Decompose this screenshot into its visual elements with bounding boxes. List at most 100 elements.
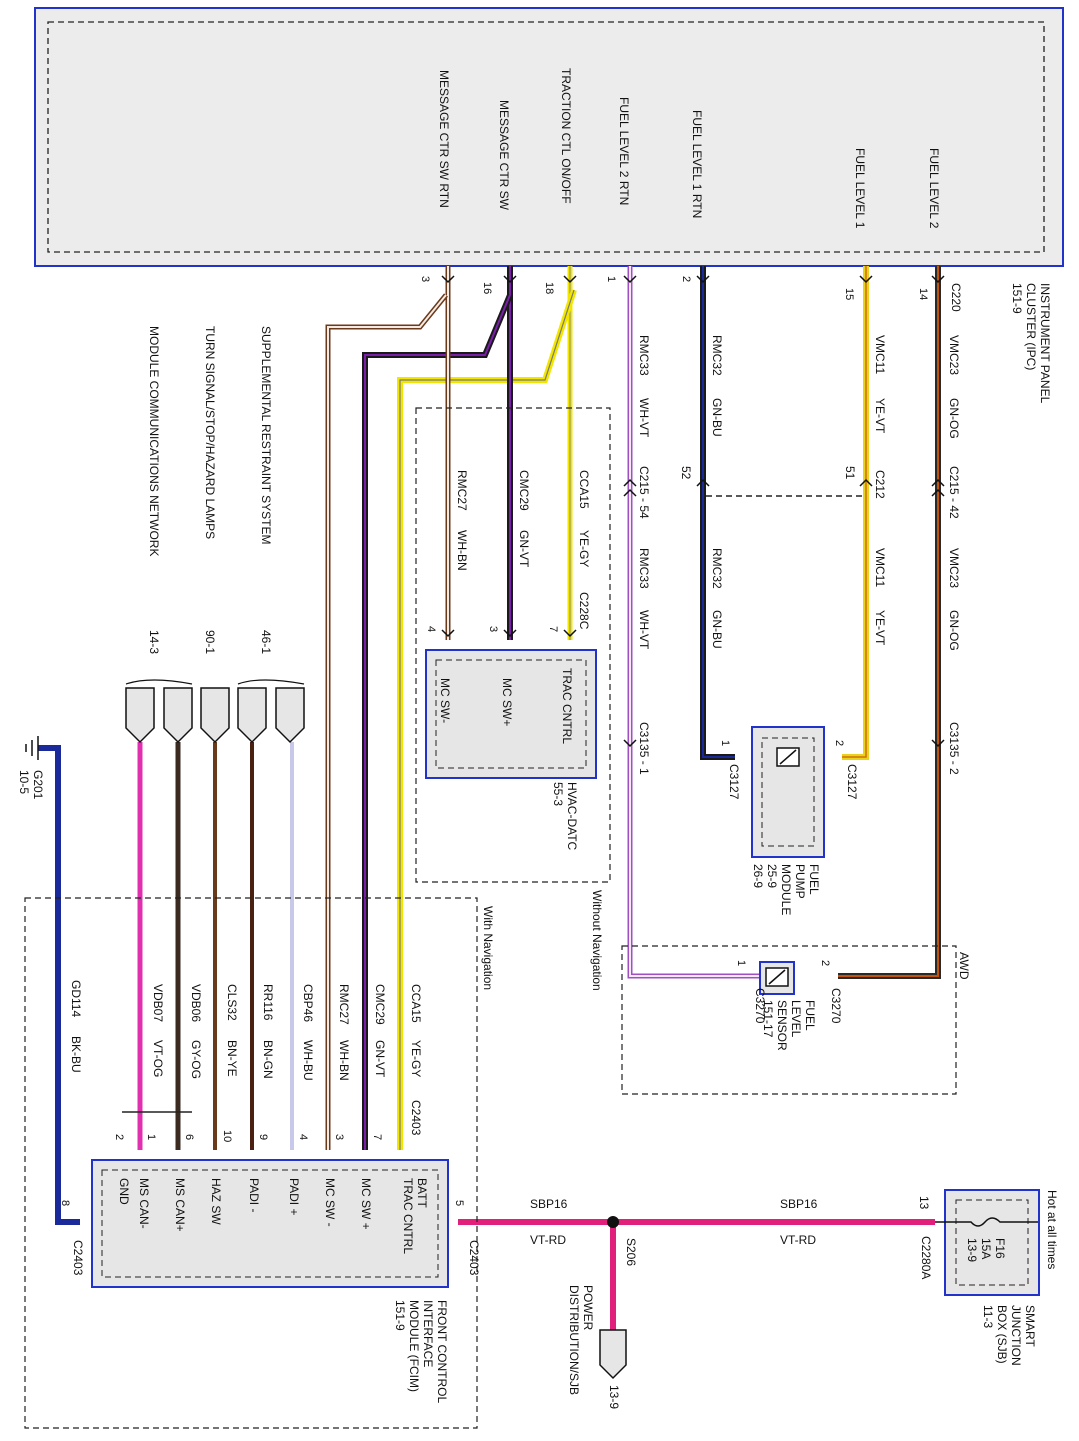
label-c212-pin-51: 51	[843, 466, 857, 480]
fcim-title-line-4: 151-9	[393, 1300, 407, 1331]
fuse-icon	[935, 1217, 1038, 1227]
fcim-pin-batt: BATT	[415, 1178, 429, 1208]
fuel-pump-inner-box	[761, 737, 815, 847]
fuel-sensor-title-line-4: 151-17	[761, 1000, 775, 1038]
ipc-pin-18: 18	[543, 282, 555, 294]
fuel-pump-pin-2: 2	[833, 740, 845, 746]
fcim-with-navigation-note: With Navigation	[481, 906, 495, 990]
label-gy-og: GY-OG	[189, 1040, 203, 1079]
ref-num-turn-signal: 90-1	[203, 630, 217, 654]
ref-num-srs: 46-1	[259, 630, 273, 654]
fuel-pump-pin-1: 1	[719, 740, 731, 746]
fcim-title-line-2: INTERFACE	[421, 1300, 435, 1367]
label-vdb06: VDB06	[189, 984, 203, 1022]
label-gn-og-top: GN-OG	[947, 398, 961, 439]
fcim-inner-box	[101, 1169, 439, 1278]
label-c3127-left: C3127	[727, 764, 741, 800]
label-c215-54: C215 - 54	[637, 466, 651, 519]
fuel-sensor-pin-1: 1	[735, 960, 747, 966]
ipc-title-line-3: 151-9	[1010, 283, 1024, 314]
sjb-inner-box	[955, 1199, 1029, 1286]
hvac-title-line-1: HVAC-DATC	[565, 782, 579, 851]
ipc-connector-c220: C220	[949, 283, 963, 312]
label-wh-vt-top: WH-VT	[637, 398, 651, 438]
g201-ref: 10-5	[17, 770, 31, 794]
ref-bracket-srs	[237, 679, 305, 685]
sjb-hot-at-all-times: Hot at all times	[1045, 1190, 1059, 1269]
ref-label-turn-signal: TURN SIGNAL/STOP/HAZARD LAMPS	[203, 326, 217, 539]
sjb-title-line-4: 11-3	[981, 1305, 995, 1328]
sjb-box	[944, 1189, 1040, 1296]
fuel-sensor-title-line-3: SENSOR	[775, 1000, 789, 1051]
label-c3135-1: C3135 - 1	[637, 722, 651, 775]
label-cls32: CLS32	[225, 984, 239, 1021]
ipc-pin-label-traction-ctl: TRACTION CTL ON/OFF	[559, 68, 573, 204]
fuel-pump-sensor-arrow-icon	[779, 749, 797, 765]
ipc-pin-14: 14	[917, 288, 929, 300]
label-rmc32-top: RMC32	[710, 335, 724, 376]
label-rmc33-top: RMC33	[637, 335, 651, 376]
fcim-title-line-1: FRONT CONTROL	[435, 1300, 449, 1403]
label-gn-vt-fcim: GN-VT	[373, 1040, 387, 1078]
label-vmc11-bottom: VMC11	[873, 548, 887, 587]
awd-dashed-region	[621, 945, 957, 1095]
fuel-pump-title-line-5: 26-9	[751, 864, 765, 888]
label-c2403-left: C2403	[71, 1240, 85, 1276]
fcim-pin-padi-plus: PADI +	[287, 1178, 301, 1215]
label-cmc29-hvac: CMC29	[517, 470, 531, 511]
fuel-pump-title-line-2: PUMP	[793, 864, 807, 899]
sjb-title-line-2: JUNCTION	[1009, 1305, 1023, 1366]
ipc-pin-16: 16	[481, 282, 493, 294]
label-ye-gy-fcim: YE-GY	[409, 1040, 423, 1077]
fcim-pin-ms-can-plus: MS CAN+	[173, 1178, 187, 1232]
fuse-label-15a: 15A	[979, 1238, 993, 1259]
sjb-title-line-3: BOX (SJB)	[995, 1305, 1009, 1364]
hvac-pin-7: 7	[547, 626, 559, 632]
label-cca15-hvac: CCA15	[577, 470, 591, 509]
hvac-pin-3: 3	[487, 626, 499, 632]
fuse-label-13-9: 13-9	[965, 1238, 979, 1262]
label-rmc27-hvac: RMC27	[455, 470, 469, 511]
ipc-pin-label-fuel-level-1: FUEL LEVEL 1	[853, 148, 867, 229]
label-c215-42: C215 - 42	[947, 466, 961, 519]
hvac-without-navigation-note: Without Navigation	[590, 890, 604, 991]
hvac-title-line-2: 55-3	[551, 782, 565, 806]
awd-label: AWD	[957, 952, 971, 980]
label-vmc11-top: VMC11	[873, 335, 887, 374]
label-wh-bu: WH-BU	[301, 1040, 315, 1081]
label-vmc23-top: VMC23	[947, 335, 961, 375]
fuse-label-f16: F16	[993, 1238, 1007, 1259]
label-c3270-left: C3270	[753, 988, 767, 1024]
label-bk-bu: BK-BU	[69, 1036, 83, 1073]
fcim-pin-mc-sw-minus: MC SW -	[323, 1178, 337, 1227]
label-gn-bu-bottom: GN-BU	[710, 610, 724, 649]
wire-gd114	[38, 745, 80, 1225]
label-vmc23-bottom: VMC23	[947, 548, 961, 588]
ground-g201-icon	[25, 736, 39, 760]
ref-label-mcn: MODULE COMMUNICATIONS NETWORK	[147, 326, 161, 556]
label-c3270-right: C3270	[829, 988, 843, 1024]
hvac-pin-trac-cntrl: TRAC CNTRL	[560, 668, 574, 744]
wire-vmc23	[838, 266, 941, 979]
label-wh-bn-hvac: WH-BN	[455, 530, 469, 571]
label-bn-ye: BN-YE	[225, 1040, 239, 1077]
fcim-pin-ms-can-minus: MS CAN-	[137, 1178, 151, 1229]
fcim-pin-num-3: 3	[333, 1134, 345, 1140]
splice-s206-label: S206	[624, 1238, 638, 1266]
ipc-pin-label-message-ctr-sw-rtn: MESSAGE CTR SW RTN	[437, 70, 451, 208]
label-rmc27-fcim: RMC27	[337, 984, 351, 1025]
g201-label: G201	[31, 770, 45, 800]
fcim-pin-num-7: 7	[371, 1134, 383, 1140]
power-dist-ref: 13-9	[607, 1385, 621, 1409]
label-rmc33-bottom: RMC33	[637, 548, 651, 589]
ipc-pin-label-fuel-level-2-rtn: FUEL LEVEL 2 RTN	[617, 97, 631, 205]
label-c2403-right: C2403	[467, 1240, 481, 1276]
reference-connector-icons	[125, 687, 305, 744]
fcim-pin-haz-sw: HAZ SW	[209, 1178, 223, 1225]
label-rr116: RR116	[261, 984, 275, 1021]
fuel-pump-title-line-3: MODULE	[779, 864, 793, 915]
label-ye-gy-hvac: YE-GY	[577, 530, 591, 567]
label-wh-vt-bottom: WH-VT	[637, 610, 651, 650]
ipc-pin-2: 2	[680, 276, 692, 282]
